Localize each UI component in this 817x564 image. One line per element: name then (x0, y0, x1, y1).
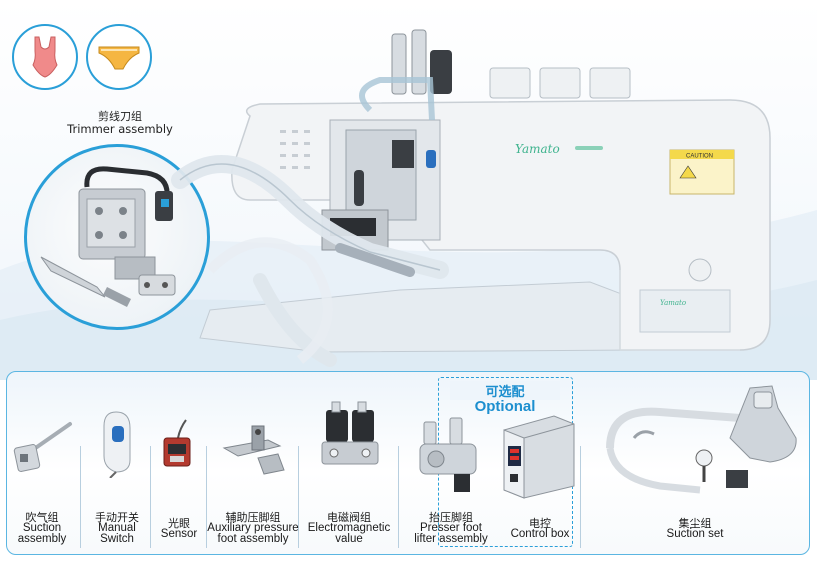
part-label-cn: 光眼 (168, 517, 190, 530)
divider (580, 446, 581, 548)
part-label-cn: 手动开关 (95, 511, 139, 524)
part-label-cn: 电磁阀组 (327, 511, 371, 524)
suction-nozzle-icon (13, 422, 72, 472)
svg-text:CAUTION: CAUTION (686, 154, 713, 160)
part-label-en: Switch (100, 533, 134, 545)
accessories-panel (6, 371, 810, 555)
part-label-en: assembly (17, 533, 67, 545)
part-label-solenoid-valve: 电磁阀组 Electromagnetic value (298, 512, 400, 545)
part-label-cn: 抬压脚组 (429, 511, 473, 524)
trimmer-label-en: Trimmer assembly (67, 122, 173, 136)
foot-lifter-icon (419, 417, 477, 492)
part-label-auxiliary-foot: 辅助压脚组 Auxiliary pressure foot assembly (206, 512, 300, 545)
part-label-suction-set: 集尘组 Suction set (640, 518, 750, 540)
suction-set-icon (606, 385, 797, 494)
part-label-control-box: 电控 Control box (500, 518, 580, 540)
control-box-icon (503, 415, 575, 499)
part-label-en: foot assembly (217, 533, 289, 545)
divider (150, 446, 151, 548)
divider (80, 446, 81, 548)
part-label-cn: 辅助压脚组 (225, 511, 281, 524)
part-label-en: Electromagnetic (307, 522, 391, 534)
part-label-foot-lifter: 抬压脚组 Presser foot lifter assembly (400, 512, 502, 545)
part-label-en: lifter assembly (414, 533, 488, 545)
part-label-en: Suction (22, 522, 62, 534)
trimmer-assembly-image (24, 144, 210, 330)
part-label-manual-switch: 手动开关 Manual Switch (82, 512, 152, 545)
divider (298, 446, 299, 548)
part-label-en: Suction set (666, 528, 724, 540)
svg-text:Yamato: Yamato (660, 299, 686, 307)
part-label-suction-assembly: 吹气组 Suction assembly (2, 512, 82, 545)
part-label-en: Auxiliary pressure (207, 522, 299, 534)
trimmer-label-cn: 剪线刀组 (98, 110, 142, 123)
part-label-en: value (335, 533, 363, 545)
part-label-cn: 电控 (529, 517, 551, 530)
solenoid-valve-icon (321, 401, 379, 465)
presser-foot-icon (222, 425, 285, 475)
part-label-en: Sensor (160, 528, 198, 540)
brand-text: Yamato (515, 142, 560, 156)
part-label-en: Presser foot (420, 522, 482, 534)
swimsuit-icon (12, 24, 78, 90)
divider (398, 446, 399, 548)
part-label-sensor: 光眼 Sensor (150, 518, 208, 540)
divider (206, 446, 207, 548)
optional-label-en: Optional (474, 398, 536, 415)
part-label-en: Manual (98, 522, 136, 534)
briefs-icon (86, 24, 152, 90)
part-label-cn: 集尘组 (678, 517, 712, 530)
optional-label-cn: 可选配 (450, 381, 560, 400)
part-label-en: Control box (510, 528, 570, 540)
sewing-machine-image: Yamato CAUTION Yamato (171, 29, 771, 367)
sensor-icon (163, 419, 191, 467)
manual-switch-icon (103, 411, 131, 478)
part-label-cn: 吹气组 (25, 511, 59, 524)
